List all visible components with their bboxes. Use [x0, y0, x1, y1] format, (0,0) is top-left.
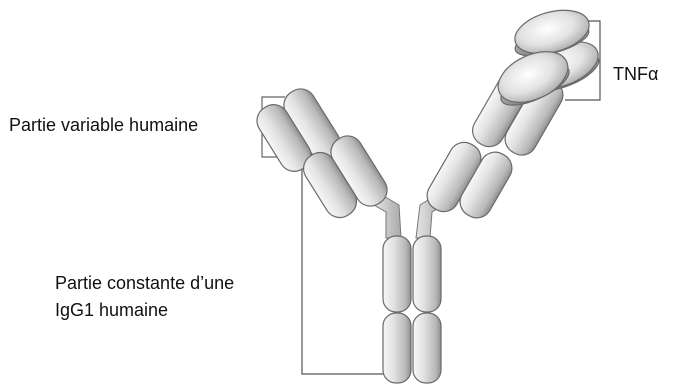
variable-region-label: Partie variable humaine [9, 113, 198, 137]
ch3-domain-right [413, 313, 441, 383]
fc-stem [383, 236, 441, 383]
ch2-domain-right [413, 236, 441, 312]
left-fab-arm [251, 83, 392, 223]
constant-region-label-line2: IgG1 humaine [55, 297, 234, 324]
constant-region-label: Partie constante d’une IgG1 humaine [55, 270, 234, 324]
antigen-label: TNFα [613, 62, 658, 86]
ch3-domain-left [383, 313, 411, 383]
constant-region-label-line1: Partie constante d’une [55, 270, 234, 297]
ch2-domain-left [383, 236, 411, 312]
